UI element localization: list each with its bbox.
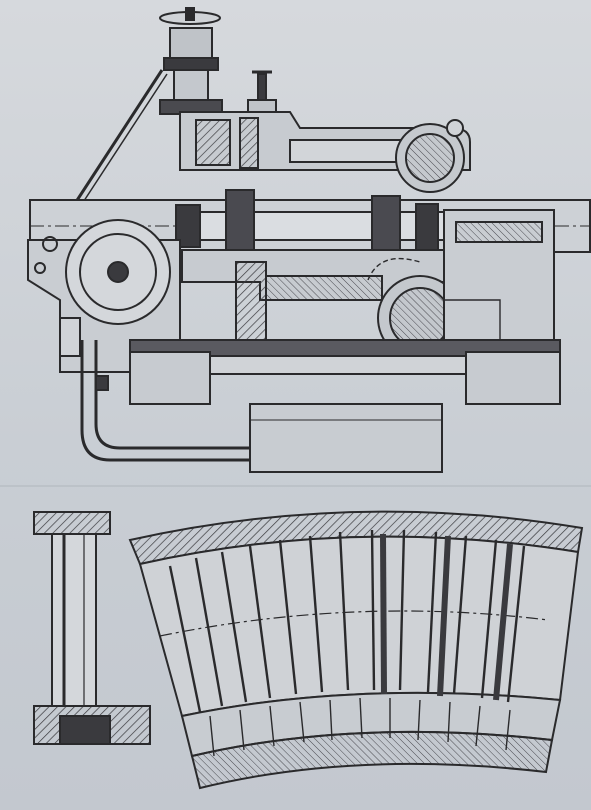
blade-row [168, 529, 526, 713]
blade-detail-view [33, 510, 584, 790]
blade-ring-segment [128, 510, 584, 790]
governor-assembly [159, 7, 223, 115]
turbine-section-view [27, 7, 591, 473]
single-blade [33, 511, 151, 745]
